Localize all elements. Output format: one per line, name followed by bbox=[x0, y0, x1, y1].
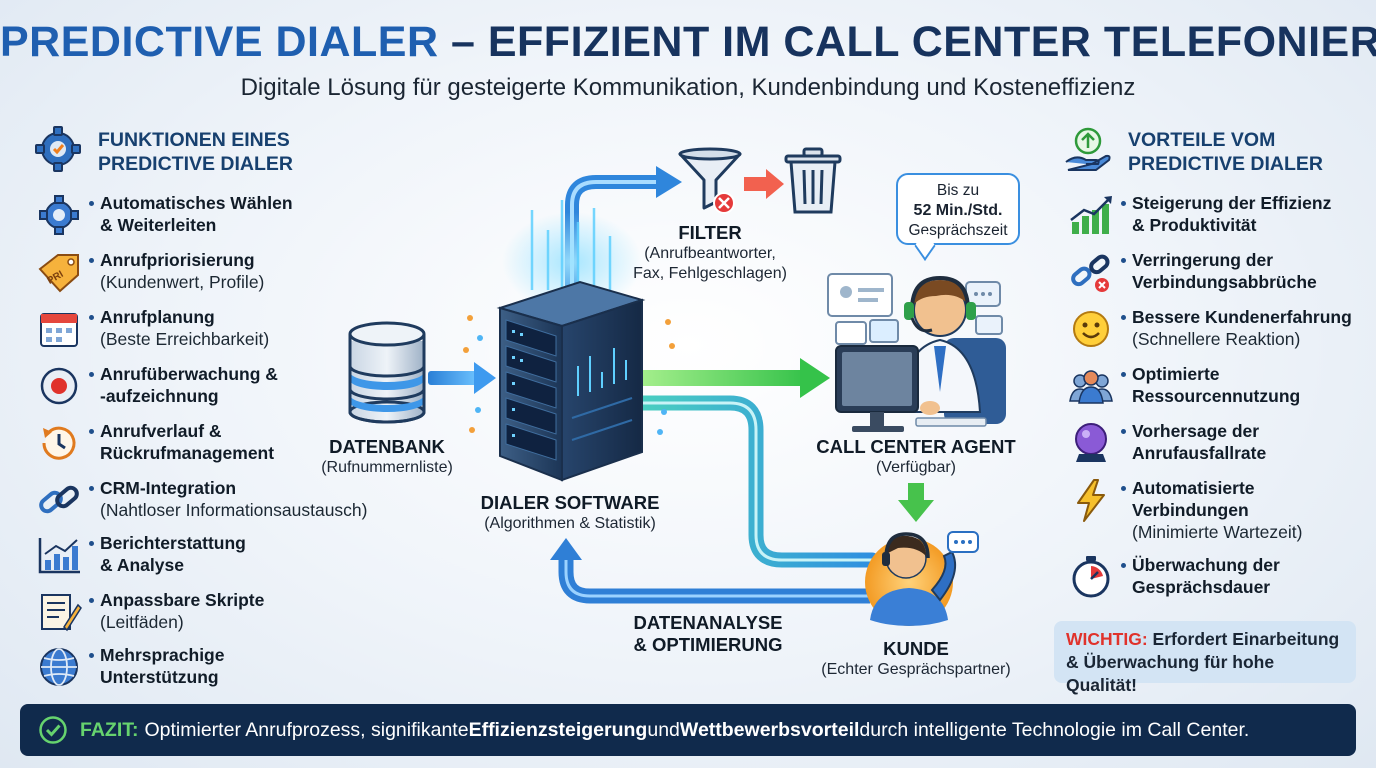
page-title: PREDICTIVE DIALER – EFFIZIENT IM CALL CE… bbox=[0, 18, 1376, 66]
globe-icon bbox=[40, 648, 78, 686]
calendar-icon bbox=[40, 313, 78, 347]
functions-panel: FUNKTIONEN EINES PREDICTIVE DIALER bbox=[32, 124, 372, 181]
server-icon bbox=[463, 200, 675, 482]
agent-label: CALL CENTER AGENT(Verfügbar) bbox=[816, 436, 1016, 476]
dialer-label: DIALER SOFTWARE(Algorithmen & Statistik) bbox=[480, 492, 660, 532]
warning-note: WICHTIG: Erfordert Einarbeitung & Überwa… bbox=[1054, 621, 1356, 695]
history-clock-icon bbox=[42, 426, 76, 460]
tag-icon: PRI bbox=[38, 254, 79, 293]
trash-icon bbox=[784, 147, 842, 214]
benefits-heading: VORTEILE VOM PREDICTIVE DIALER bbox=[1128, 129, 1324, 175]
list-item: Bessere Kundenerfahrung(Schnellere Reakt… bbox=[1066, 306, 1352, 352]
stopwatch-icon bbox=[1072, 556, 1110, 598]
record-icon bbox=[40, 367, 78, 405]
script-icon bbox=[41, 594, 82, 632]
crystal-ball-icon bbox=[1075, 423, 1107, 462]
broken-link-icon bbox=[1071, 254, 1110, 292]
growth-chart-icon bbox=[1070, 196, 1112, 234]
database-label: DATENBANK(Rufnummernliste) bbox=[321, 436, 453, 476]
list-item: Anpassbare Skripte(Leitfäden) bbox=[34, 589, 264, 635]
conclusion-label: FAZIT: bbox=[80, 718, 139, 741]
gear-check-icon bbox=[35, 126, 81, 172]
funnel-icon bbox=[678, 147, 742, 214]
arrow-to-filter bbox=[656, 166, 682, 198]
list-item: PRI Anrufpriorisierung(Kundenwert, Profi… bbox=[34, 249, 264, 295]
benefits-panel: VORTEILE VOM PREDICTIVE DIALER bbox=[1062, 124, 1362, 181]
link-icon bbox=[39, 485, 79, 514]
arrow-to-trash bbox=[744, 169, 784, 199]
arrow-db-to-dialer bbox=[474, 362, 496, 394]
agent-illustration bbox=[827, 273, 1006, 432]
list-item: Anrufverlauf &Rückrufmanagement bbox=[34, 420, 274, 466]
page-subtitle: Digitale Lösung für gesteigerte Kommunik… bbox=[240, 74, 1136, 101]
list-item: Anrufplanung(Beste Erreichbarkeit) bbox=[34, 306, 269, 352]
pipe-to-customer bbox=[628, 395, 880, 568]
arrow-to-dialer bbox=[550, 538, 582, 560]
arrow-to-agent bbox=[800, 358, 830, 398]
list-item: Anrufüberwachung &-aufzeichnung bbox=[34, 363, 278, 409]
list-item: Automatisches Wählen& Weiterleiten bbox=[34, 192, 293, 238]
gear-icon bbox=[39, 195, 79, 235]
analysis-label: DATENANALYSE& OPTIMIERUNG bbox=[633, 612, 783, 655]
customer-illustration bbox=[865, 531, 979, 626]
list-item: Steigerung der Effizienz& Produktivität bbox=[1066, 192, 1331, 238]
filter-label: FILTER(Anrufbeantworter,Fax, Fehlgeschla… bbox=[633, 222, 787, 282]
arrow-agent-to-customer bbox=[898, 500, 934, 522]
hand-growth-icon bbox=[1065, 127, 1111, 171]
list-item: Berichterstattung& Analyse bbox=[34, 532, 246, 578]
functions-heading: FUNKTIONEN EINES PREDICTIVE DIALER bbox=[98, 129, 294, 175]
bar-chart-icon bbox=[38, 538, 80, 574]
list-item: CRM-Integration(Nahtloser Informationsau… bbox=[34, 477, 367, 523]
database-icon bbox=[348, 321, 426, 424]
conclusion-bar: FAZIT: Optimierter Anrufprozess, signifi… bbox=[20, 704, 1356, 756]
customer-label: KUNDE(Echter Gesprächspartner) bbox=[821, 638, 1011, 678]
smiley-icon bbox=[1073, 311, 1109, 347]
team-icon bbox=[1069, 370, 1113, 404]
check-circle-icon bbox=[39, 716, 67, 744]
lightning-icon bbox=[1077, 479, 1105, 522]
